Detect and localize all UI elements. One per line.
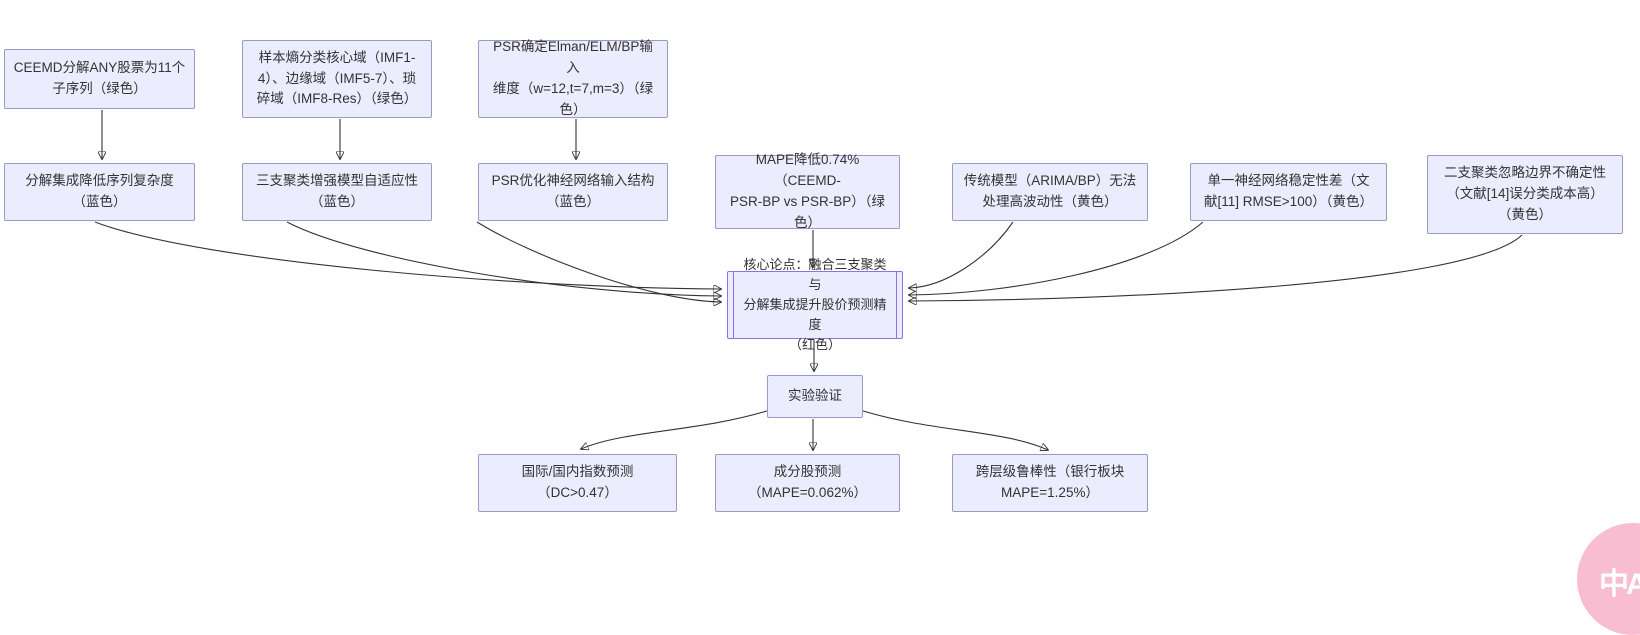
translate-button[interactable]: 中A bbox=[1577, 523, 1640, 635]
node-single-nn: 单一神经网络稳定性差（文 献[11] RMSE>100）（黄色） bbox=[1190, 163, 1387, 221]
edge-experiment-to-robust bbox=[859, 409, 1048, 450]
edge-twoway-to-core bbox=[909, 234, 1523, 301]
node-stock-forecast: 成分股预测 （MAPE=0.062%） bbox=[715, 454, 900, 512]
edge-adaptive-to-core bbox=[286, 221, 721, 296]
node-two-way-cluster: 二支聚类忽略边界不确定性 （文献[14]误分类成本高） （黄色） bbox=[1427, 155, 1623, 234]
node-psr-dimension: PSR确定Elman/ELM/BP输入 维度（w=12,t=7,m=3）（绿 色… bbox=[478, 39, 668, 118]
node-traditional-model: 传统模型（ARIMA/BP）无法 处理高波动性（黄色） bbox=[952, 163, 1148, 221]
node-core-thesis: 核心论点：融合三支聚类与 分解集成提升股价预测精度 （红色） bbox=[727, 257, 903, 352]
edge-experiment-to-index bbox=[581, 409, 771, 449]
node-psr-optimize: PSR优化神经网络输入结构 （蓝色） bbox=[478, 163, 668, 221]
edge-ensemble-to-core bbox=[94, 221, 721, 289]
node-sample-entropy: 样本熵分类核心域（IMF1- 4）、边缘域（IMF5-7）、琐 碎域（IMF8-… bbox=[242, 40, 432, 118]
node-experiment: 实验验证 bbox=[767, 375, 863, 418]
node-three-way-adaptive: 三支聚类增强模型自适应性 （蓝色） bbox=[242, 163, 432, 221]
edge-optimize-to-core bbox=[476, 221, 721, 302]
flowchart-canvas: CEEMD分解ANY股票为11个 子序列（绿色） 样本熵分类核心域（IMF1- … bbox=[4, 39, 1640, 635]
node-index-forecast: 国际/国内指数预测 （DC>0.47） bbox=[478, 454, 677, 512]
node-robustness: 跨层级鲁棒性（银行板块 MAPE=1.25%） bbox=[952, 454, 1148, 512]
edge-singlenn-to-core bbox=[909, 221, 1204, 295]
node-ceemd-decompose: CEEMD分解ANY股票为11个 子序列（绿色） bbox=[4, 49, 195, 109]
edge-traditional-to-core bbox=[909, 221, 1014, 288]
node-mape-reduce: MAPE降低0.74%（CEEMD- PSR-BP vs PSR-BP）（绿 色… bbox=[715, 152, 900, 230]
node-decompose-ensemble: 分解集成降低序列复杂度 （蓝色） bbox=[4, 163, 195, 221]
translate-icon: 中A bbox=[1599, 568, 1640, 601]
